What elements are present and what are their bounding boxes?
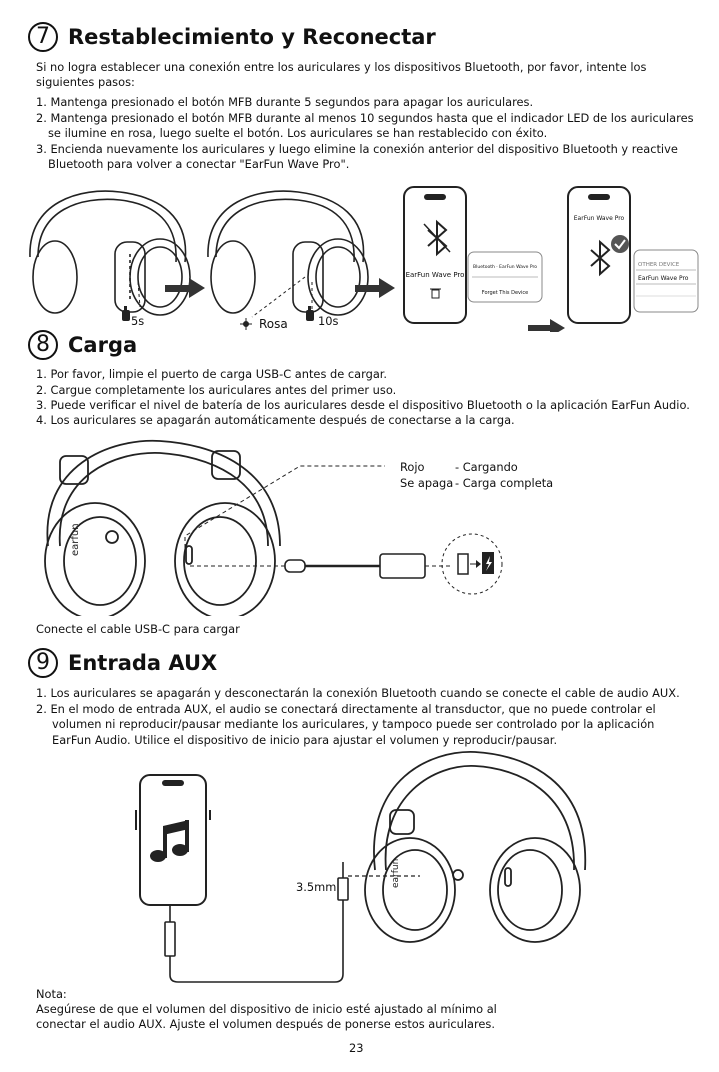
headphone-icon xyxy=(207,190,369,316)
section-7-heading: 7 Restablecimiento y Reconectar xyxy=(28,22,436,52)
page-number: 23 xyxy=(349,1041,364,1055)
bluetooth-off-icon xyxy=(423,219,451,257)
led-legend-color: Se apaga xyxy=(400,476,454,490)
step-text: 2. Mantenga presionado el botón MFB dura… xyxy=(36,111,694,125)
battery-charging-icon xyxy=(441,533,503,595)
headphone-icon xyxy=(364,751,586,943)
headphone-icon xyxy=(29,190,191,316)
step-text: 2. Cargue completamente los auriculares … xyxy=(36,383,397,397)
headphone-icon xyxy=(44,439,281,616)
section-title: Carga xyxy=(68,333,138,357)
phone-icon: EarFun Wave Pro Bluetooth · EarFun Wave … xyxy=(403,186,543,324)
arrow-right-icon xyxy=(165,278,205,298)
forget-device-label: Forget This Device xyxy=(482,290,528,296)
step-text: 2. En el modo de entrada AUX, el audio s… xyxy=(36,702,656,716)
intro-text: siguientes pasos: xyxy=(36,75,135,89)
led-legend-color: Rojo xyxy=(400,460,425,474)
step-text: 1. Mantenga presionado el botón MFB dura… xyxy=(36,95,534,109)
charging-illustration: earfun xyxy=(44,439,503,616)
hold-time-label: 5s xyxy=(131,314,145,328)
reset-illustration: EarFun Wave Pro Bluetooth · EarFun Wave … xyxy=(29,186,699,332)
popup-header: Bluetooth · EarFun Wave Pro xyxy=(473,264,537,270)
phone-device-name: EarFun Wave Pro xyxy=(406,271,465,279)
section-number: 9 xyxy=(28,648,58,678)
phone-device-name: EarFun Wave Pro xyxy=(574,215,625,222)
led-legend-desc: - Carga completa xyxy=(455,476,554,490)
section-number: 7 xyxy=(28,22,58,52)
section-9-heading: 9 Entrada AUX xyxy=(28,648,217,678)
charging-caption: Conecte el cable USB-C para cargar xyxy=(36,622,240,636)
step-text: 1. Por favor, limpie el puerto de carga … xyxy=(36,367,388,381)
phone-icon: EarFun Wave Pro OTHER DEVICE EarFun Wave… xyxy=(567,186,699,324)
brand-text: earfun xyxy=(70,523,81,556)
music-note-icon xyxy=(150,820,189,862)
aux-cable-icon xyxy=(164,862,420,983)
phone-icon xyxy=(135,774,211,906)
section-8-heading: 8 Carga xyxy=(28,330,137,360)
check-icon xyxy=(611,235,629,253)
step-text: 1. Los auriculares se apagarán y descone… xyxy=(36,686,680,700)
arrow-right-icon xyxy=(355,278,395,298)
led-legend-desc: - Cargando xyxy=(455,460,518,474)
brand-text: earfun xyxy=(391,859,401,888)
step-text: Bluetooth para volver a conectar "EarFun… xyxy=(48,157,350,171)
trash-icon xyxy=(430,288,441,299)
led-color-label: Rosa xyxy=(259,317,288,331)
usb-c-cable-icon xyxy=(284,553,426,579)
bluetooth-icon xyxy=(590,239,611,277)
arrow-right-icon xyxy=(528,319,565,332)
step-text: volumen ni reproducir/pausar mediante lo… xyxy=(52,717,655,731)
other-device-item: EarFun Wave Pro xyxy=(638,275,689,282)
led-light-icon xyxy=(240,318,252,330)
section-title: Entrada AUX xyxy=(68,651,218,675)
note-text: Asegúrese de que el volumen del disposit… xyxy=(36,1002,497,1016)
section-number: 8 xyxy=(28,330,58,360)
step-text: se ilumine en rosa, luego suelte el botó… xyxy=(48,126,548,140)
step-text: EarFun Audio. Utilice el dispositivo de … xyxy=(52,733,558,747)
jack-size-label: 3.5mm xyxy=(296,880,337,894)
section-title: Restablecimiento y Reconectar xyxy=(68,25,436,49)
aux-illustration: earfun xyxy=(135,751,586,983)
hand-press-icon xyxy=(306,306,314,321)
hand-press-icon xyxy=(122,306,130,321)
hold-time-label: 10s xyxy=(318,314,339,328)
note-title: Nota: xyxy=(36,987,67,1001)
step-text: 3. Puede verificar el nivel de batería d… xyxy=(36,398,690,412)
other-device-header: OTHER DEVICE xyxy=(638,262,680,268)
note-text: conectar el audio AUX. Ajuste el volumen… xyxy=(36,1017,495,1031)
step-text: 3. Encienda nuevamente los auriculares y… xyxy=(36,142,678,156)
intro-text: Si no logra establecer una conexión entr… xyxy=(36,60,647,74)
step-text: 4. Los auriculares se apagarán automátic… xyxy=(36,413,515,427)
